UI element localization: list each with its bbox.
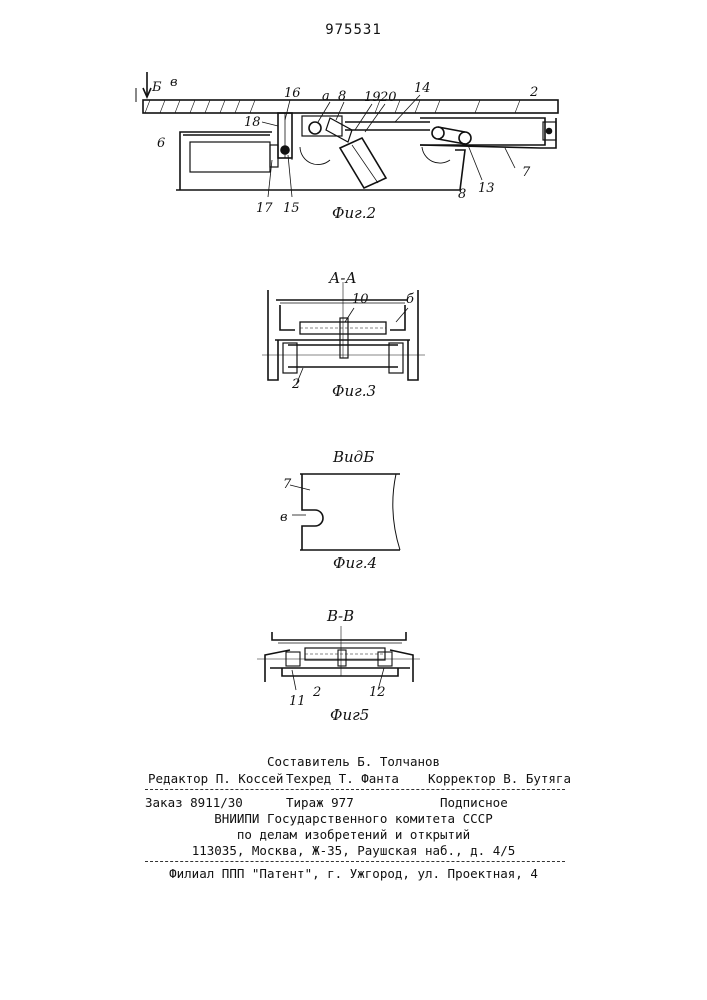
fig2-label-a: а	[322, 89, 330, 104]
fig2-label-18: 18	[244, 115, 261, 130]
fig2-caption: Фиг.2	[332, 204, 376, 222]
fig5-label-11: 11	[289, 694, 306, 709]
fig5-label-2: 2	[312, 685, 321, 700]
fig2-label-6: 6	[157, 136, 165, 151]
fig5-section-label: В-В	[326, 607, 354, 625]
imprint-corrector: Корректор В. Бутяга	[428, 771, 571, 786]
imprint-address: 113035, Москва, Ж-35, Раушская наб., д. …	[0, 843, 707, 858]
imprint-compiler: Составитель Б. Толчанов	[0, 754, 707, 769]
fig2-label-15: 15	[283, 201, 300, 216]
imprint-branch: Филиал ППП "Патент", г. Ужгород, ул. Про…	[0, 866, 707, 881]
fig5-label-12: 12	[369, 685, 386, 700]
top-plate	[143, 100, 558, 113]
fig4-label-7: 7	[283, 477, 292, 492]
fig2-label-v: в	[170, 75, 178, 90]
fig2-label-13: 13	[478, 181, 495, 196]
fig3-label-2: 2	[291, 377, 300, 392]
rule-bottom	[145, 861, 565, 862]
figure-5	[257, 626, 420, 690]
fig2-label-17: 17	[256, 201, 273, 216]
fig2-label-19: 19	[364, 90, 381, 105]
fig2-label-7: 7	[522, 165, 531, 180]
imprint-editor: Редактор П. Коссей	[148, 771, 283, 786]
fig2-label-8-bottom: 8	[458, 187, 466, 202]
fig3-section-label: А-А	[328, 269, 357, 287]
fig3-label-10: 10	[352, 292, 369, 307]
fig4-caption: Фиг.4	[333, 554, 377, 572]
figure-4	[290, 474, 400, 550]
imprint-org-line1: ВНИИПИ Государственного комитета СССР	[0, 811, 707, 826]
fig5-caption: Фиг5	[330, 706, 369, 724]
imprint-techred: Техред Т. Фанта	[286, 771, 399, 786]
figure-3	[262, 282, 425, 385]
fig3-label-b: б	[406, 292, 414, 307]
fig4-section-label: ВидБ	[332, 448, 374, 466]
fig2-label-b: Б	[151, 80, 162, 95]
imprint-order: Заказ 8911/30	[145, 795, 243, 810]
fig2-label-2: 2	[529, 85, 538, 100]
imprint-subscription: Подписное	[440, 795, 508, 810]
fig2-label-14: 14	[414, 81, 431, 96]
rule-top	[145, 789, 565, 790]
imprint-circulation: Тираж 977	[286, 795, 354, 810]
fig4-label-v: в	[280, 510, 288, 525]
imprint-org-line2: по делам изобретений и открытий	[0, 827, 707, 842]
fig2-label-8-top: 8	[338, 89, 346, 104]
fig3-caption: Фиг.3	[332, 382, 376, 400]
fig2-label-20: 20	[379, 90, 397, 105]
fig2-label-16: 16	[284, 86, 301, 101]
